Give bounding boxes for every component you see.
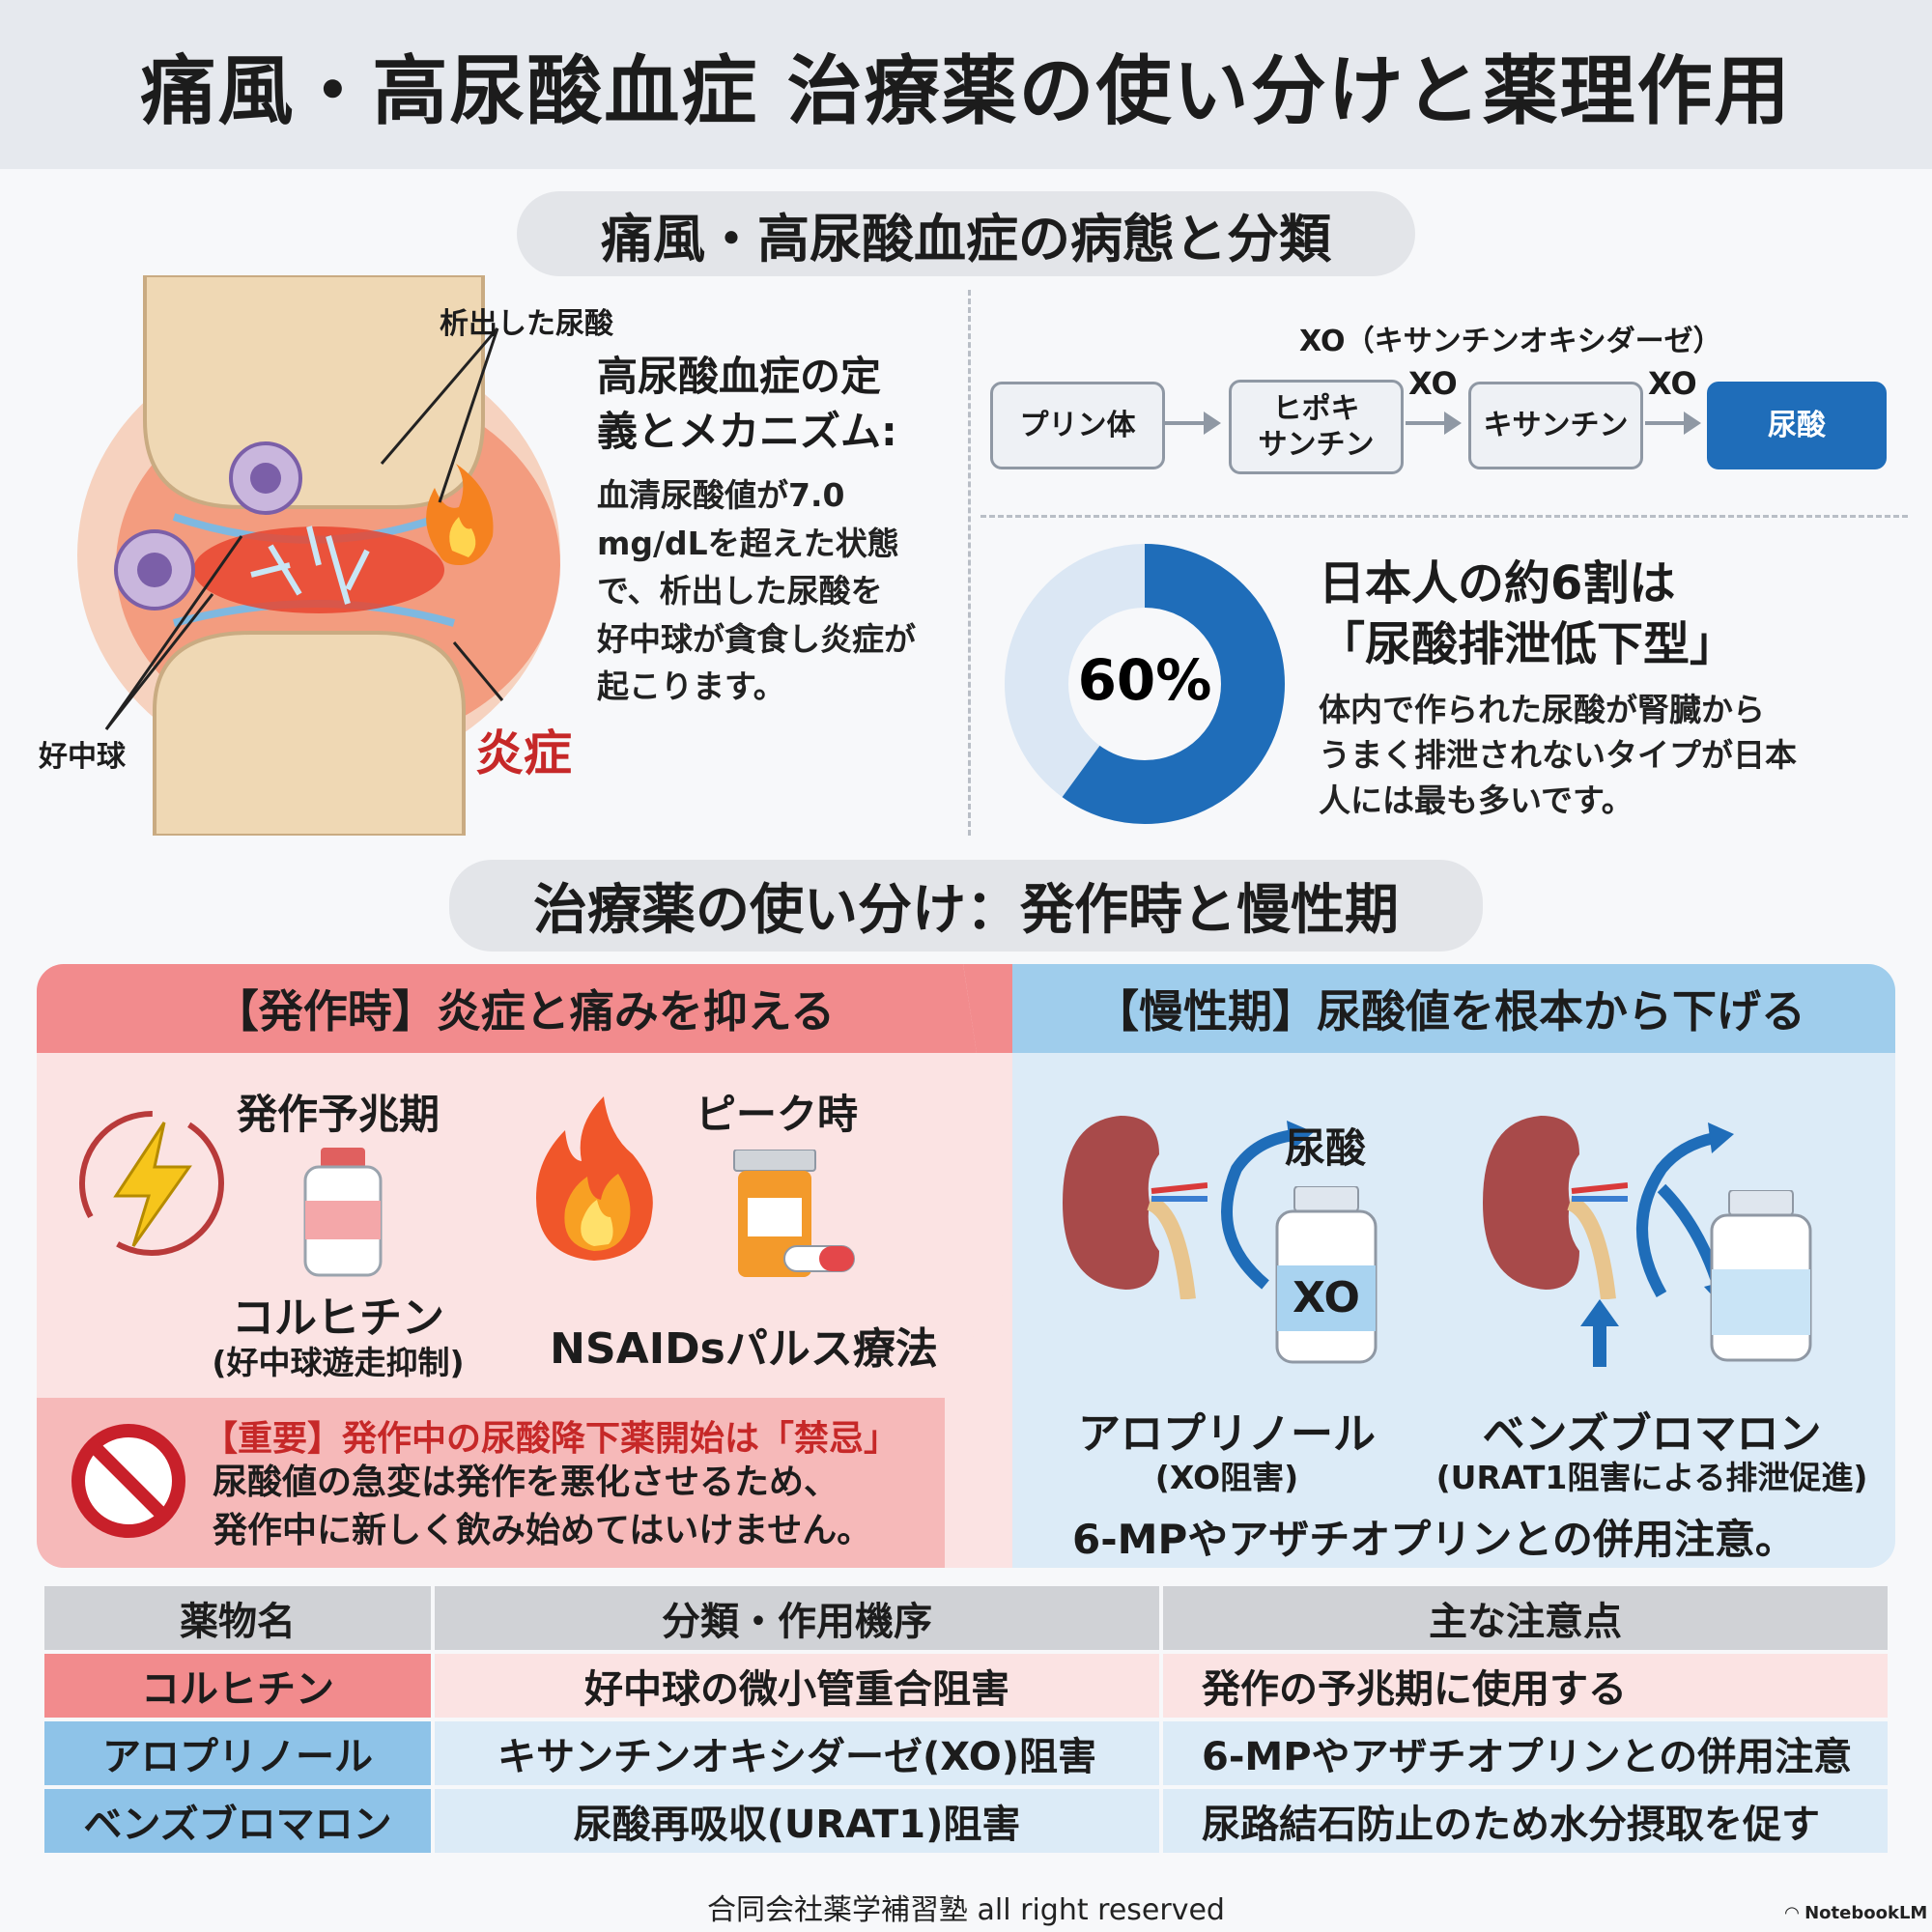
chronic-header: 【慢性期】尿酸値を根本から下げる [966,964,1895,1053]
page-title: 痛風・高尿酸血症 治療薬の使い分けと薬理作用 [140,47,1792,135]
table-cell-drug: アロプリノール [44,1721,431,1785]
table-row: コルヒチン 好中球の微小管重合阻害 発作の予兆期に使用する [44,1654,1888,1718]
xo-bottle-icon [1275,1186,1378,1364]
pathway-caption: XO（キサンチンオキシダーゼ） [1299,325,1722,358]
notebooklm-icon: ◠ [1785,1903,1805,1923]
stat-body-line: うまく排泄されないタイプが日本 [1319,735,1797,774]
prodrome-label: 発作予兆期 [237,1091,440,1138]
combination-caution-note: 6-MPやアザチオプリンとの併用注意。 [1072,1516,1796,1563]
definition-line: 起こります。 [597,668,785,705]
divider-horizontal [980,515,1908,518]
table-cell-mechanism: 好中球の微小管重合阻害 [435,1654,1159,1718]
label-neutrophil: 好中球 [39,740,126,774]
warning-line: 発作中に新しく飲み始めてはいけません。 [213,1511,872,1551]
drug-benzbromarone-mechanism: (URAT1阻害による排泄促進) [1435,1459,1868,1496]
definition-line: 好中球が貪食し炎症が [597,619,916,658]
table-cell-note: 発作の予兆期に使用する [1163,1654,1888,1718]
drug-colchicine: コルヒチン [232,1293,444,1343]
warning-body: 尿酸値の急変は発作を悪化させるため、 発作中に新しく飲み始めてはいけません。 [213,1459,871,1556]
pathway-arrowhead [1444,412,1462,435]
section-heading-treatment: 治療薬の使い分け：発作時と慢性期 [449,860,1483,952]
table-row: アロプリノール キサンチンオキシダーゼ(XO)阻害 6-MPやアザチオプリンとの… [44,1721,1888,1785]
donut-chart: 60% [1005,544,1285,824]
prohibited-icon [71,1424,185,1538]
donut-filled [1005,544,1285,824]
stat-body-line: 体内で作られた尿酸が腎臓から [1319,691,1765,728]
drug-nsaids: NSAIDsパルス療法 [550,1324,938,1374]
joint-illustration [77,275,560,836]
pathway-step-xanthine: キサンチン [1468,382,1643,469]
uric-acid-label: 尿酸 [1285,1124,1367,1172]
stat-headline: 日本人の約6割は 「尿酸排泄低下型」 [1319,554,1736,676]
drug-allopurinol: アロプリノール [1078,1409,1376,1459]
warning-box [37,1398,945,1568]
pill-bottle-icon [1710,1190,1812,1362]
stat-headline-line: 日本人の約6割は [1319,556,1676,611]
peak-label: ピーク時 [696,1091,859,1138]
table-cell-drug: ベンズブロマロン [44,1789,431,1853]
lightning-icon [79,1111,224,1256]
warning-title: 【重要】発作中の尿酸降下薬開始は「禁忌」 [203,1419,899,1459]
pathway-step-text: ヒポキ [1272,391,1360,426]
brand-text: NotebookLM [1804,1903,1928,1923]
pathway-step-uric-acid: 尿酸 [1707,382,1887,469]
table-header-cell: 分類・作用機序 [435,1586,1159,1650]
pathway-arrowhead [1204,412,1221,435]
xo-bottle-label: XO [1293,1273,1360,1322]
definition-heading-line: 義とメカニズム: [597,407,897,455]
pathway-arrow [1165,421,1204,425]
title-bar: 痛風・高尿酸血症 治療薬の使い分けと薬理作用 [0,0,1932,169]
table-cell-note: 6-MPやアザチオプリンとの併用注意 [1163,1721,1888,1785]
acute-header: 【発作時】炎症と痛みを抑える [37,964,1012,1053]
kidney-icon [1063,1116,1208,1299]
definition-line: 血清尿酸値が7.0 [597,476,845,514]
table-header-row: 薬物名 分類・作用機序 主な注意点 [44,1586,1888,1650]
table-row: ベンズブロマロン 尿酸再吸収(URAT1)阻害 尿路結石防止のため水分摂取を促す [44,1789,1888,1853]
divider-vertical [968,290,971,836]
pathway-step-purine: プリン体 [990,382,1165,469]
drug-colchicine-mechanism: (好中球遊走抑制) [212,1344,465,1381]
table-cell-drug: コルヒチン [44,1654,431,1718]
drug-allopurinol-mechanism: (XO阻害) [1154,1459,1299,1496]
panel-chevron [952,964,1011,1350]
section-heading-pathology: 痛風・高尿酸血症の病態と分類 [517,191,1415,276]
enzyme-label-xo: XO [1408,365,1458,402]
table-header-cell: 薬物名 [44,1586,431,1650]
pathway-step-text: サンチン [1258,428,1375,462]
brand-label: ◠ NotebookLM [1785,1903,1927,1923]
donut-percent-label: 60% [1078,647,1212,713]
stat-headline-line: 「尿酸排泄低下型」 [1319,617,1737,672]
drug-summary-table: 薬物名 分類・作用機序 主な注意点 コルヒチン 好中球の微小管重合阻害 発作の予… [41,1582,1891,1857]
medicine-bottle-icon [733,1150,855,1277]
pill-bottle-icon [303,1148,383,1277]
table-cell-note: 尿路結石防止のため水分摂取を促す [1163,1789,1888,1853]
pathway-step-hypoxanthine: ヒポキサンチン [1229,380,1404,474]
fire-icon [536,1096,653,1261]
enzyme-label-xo: XO [1648,365,1697,402]
definition-heading-line: 高尿酸血症の定 [597,353,882,400]
footer-copyright: 合同会社薬学補習塾 all right reserved [707,1893,1225,1927]
label-inflammation: 炎症 [475,725,572,781]
pathway-arrow [1406,421,1444,425]
stat-body: 体内で作られた尿酸が腎臓から うまく排泄されないタイプが日本 人には最も多いです… [1319,688,1898,824]
definition-heading: 高尿酸血症の定 義とメカニズム: [597,350,945,459]
pathway-arrow [1645,421,1684,425]
uric-acid-arrow-icon [1221,1121,1314,1290]
drug-benzbromarone: ベンズブロマロン [1482,1409,1822,1459]
warning-line: 尿酸値の急変は発作を悪化させるため、 [213,1463,839,1502]
table-header-cell: 主な注意点 [1163,1586,1888,1650]
definition-line: で、析出した尿酸を [597,572,883,610]
table-cell-mechanism: 尿酸再吸収(URAT1)阻害 [435,1789,1159,1853]
kidney-icon [1483,1116,1628,1299]
definition-line: mg/dLを超えた状態 [597,524,899,562]
stat-body-line: 人には最も多いです。 [1319,781,1634,819]
up-arrow-icon [1580,1299,1619,1367]
definition-body: 血清尿酸値が7.0 mg/dLを超えた状態 で、析出した尿酸を 好中球が貪食し炎… [597,471,969,711]
pathway-arrowhead [1684,412,1701,435]
table-cell-mechanism: キサンチンオキシダーゼ(XO)阻害 [435,1721,1159,1785]
label-uric-acid-crystal: 析出した尿酸 [440,307,613,341]
